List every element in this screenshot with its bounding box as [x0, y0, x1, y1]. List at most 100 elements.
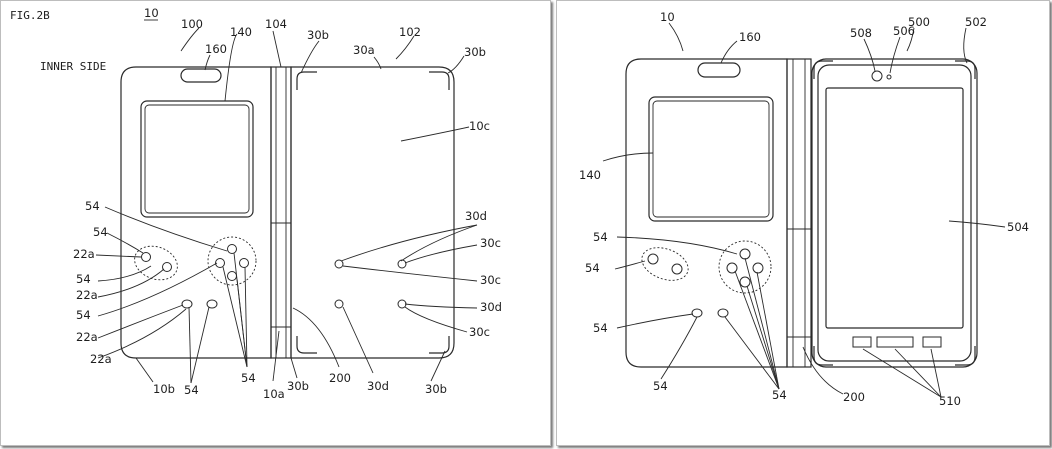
speaker-slot [180, 68, 222, 83]
label-140: 140 [230, 25, 252, 39]
small-button-a [691, 308, 703, 318]
smartphone-body-outer [811, 58, 978, 368]
hinge-104 [270, 66, 292, 359]
clip-bottom-left [296, 336, 317, 354]
pin-30d-b [397, 299, 407, 309]
label-30b-top-left: 30b [307, 28, 329, 42]
patent-drawing-right: 10 160 508 506 500 502 140 504 54 54 54 … [579, 10, 1029, 408]
clip-bottom-right [429, 336, 450, 354]
label-10: 10 [660, 10, 675, 24]
smartphone-screen [825, 87, 964, 329]
dpad-right [239, 258, 249, 268]
label-22a-d: 22a [90, 352, 112, 366]
clip-bottom-left [813, 346, 833, 366]
label-54-b: 54 [93, 225, 108, 239]
dpad-up [739, 248, 751, 260]
small-button-b [717, 308, 729, 318]
display-window-inner [144, 104, 250, 214]
label-54-d: 54 [76, 308, 91, 322]
housing-left [120, 66, 272, 359]
label-22a-a: 22a [73, 247, 95, 261]
label-54-d: 54 [653, 379, 668, 393]
label-22a-c: 22a [76, 330, 98, 344]
label-30c-b: 30c [480, 273, 501, 287]
label-504: 504 [1007, 220, 1029, 234]
figure-panel-left: FIG.2B 10 INNER SIDE [0, 0, 551, 446]
label-502: 502 [965, 15, 987, 29]
leader-lines-right [602, 22, 1006, 398]
label-54-b: 54 [585, 261, 600, 275]
pin-30c-b [397, 259, 407, 269]
clip-top-right [955, 60, 976, 79]
label-54-c: 54 [76, 272, 91, 286]
label-30c-c: 30c [469, 325, 490, 339]
dpad-up [227, 244, 237, 254]
ref-10: 10 [144, 6, 159, 20]
label-200: 200 [843, 390, 865, 404]
label-22a-b: 22a [76, 288, 98, 302]
clip-top-right [429, 71, 450, 90]
label-30a: 30a [353, 43, 375, 57]
label-100: 100 [181, 17, 203, 31]
label-30d-a: 30d [465, 209, 487, 223]
button-22a-b [162, 262, 172, 272]
label-30b-top-right: 30b [464, 45, 486, 59]
label-200: 200 [329, 371, 351, 385]
label-10c: 10c [469, 119, 490, 133]
label-54-e: 54 [184, 383, 199, 397]
small-button-a [181, 299, 193, 309]
figure-label: FIG.2B [10, 9, 50, 22]
smartphone-body-inner [817, 64, 972, 362]
housing-left [625, 58, 788, 368]
label-30c-a: 30c [480, 236, 501, 250]
label-104: 104 [265, 17, 287, 31]
pin-30d-a [334, 299, 344, 309]
soft-button-left [852, 336, 872, 348]
speaker-slot [697, 62, 741, 78]
button-group [641, 247, 689, 281]
label-30d-c: 30d [367, 379, 389, 393]
label-30b-bottom-right: 30b [425, 382, 447, 396]
label-102: 102 [399, 25, 421, 39]
label-160: 160 [205, 42, 227, 56]
button-group-22a [134, 245, 178, 281]
label-10a: 10a [263, 387, 285, 401]
display-window-outer [648, 96, 774, 222]
label-140: 140 [579, 168, 601, 182]
label-30d-b: 30d [480, 300, 502, 314]
label-500: 500 [908, 15, 930, 29]
leader-lines-left [95, 27, 478, 384]
display-window-inner [652, 100, 770, 218]
small-button-b [206, 299, 218, 309]
dpad-ring [718, 240, 772, 294]
label-160: 160 [739, 30, 761, 44]
clip-top-left [296, 71, 317, 90]
label-54-a: 54 [85, 199, 100, 213]
display-window-outer [140, 100, 254, 218]
soft-button-right [922, 336, 942, 348]
pin-30c-a [334, 259, 344, 269]
label-506: 506 [893, 24, 915, 38]
inner-side-label: INNER SIDE [40, 60, 106, 73]
label-54-e: 54 [772, 388, 787, 402]
sensor-506 [886, 74, 892, 80]
label-10b: 10b [153, 382, 175, 396]
clip-bottom-right [955, 346, 976, 366]
hinge [786, 58, 812, 368]
label-54-f: 54 [241, 371, 256, 385]
dpad-ring [207, 236, 257, 286]
patent-drawing-left: FIG.2B 10 INNER SIDE [10, 6, 502, 401]
figure-panel-right: 10 160 508 506 500 502 140 504 54 54 54 … [556, 0, 1050, 446]
dpad-right [752, 262, 764, 274]
front-camera [871, 70, 883, 82]
dpad-left [726, 262, 738, 274]
soft-button-center [876, 336, 914, 348]
label-54-a: 54 [593, 230, 608, 244]
dpad-down [739, 276, 751, 288]
dpad-left [215, 258, 225, 268]
dpad-down [227, 271, 237, 281]
button-a [647, 253, 659, 265]
case-right-half [290, 66, 455, 359]
button-22a-a [141, 252, 151, 262]
button-b [671, 263, 683, 275]
